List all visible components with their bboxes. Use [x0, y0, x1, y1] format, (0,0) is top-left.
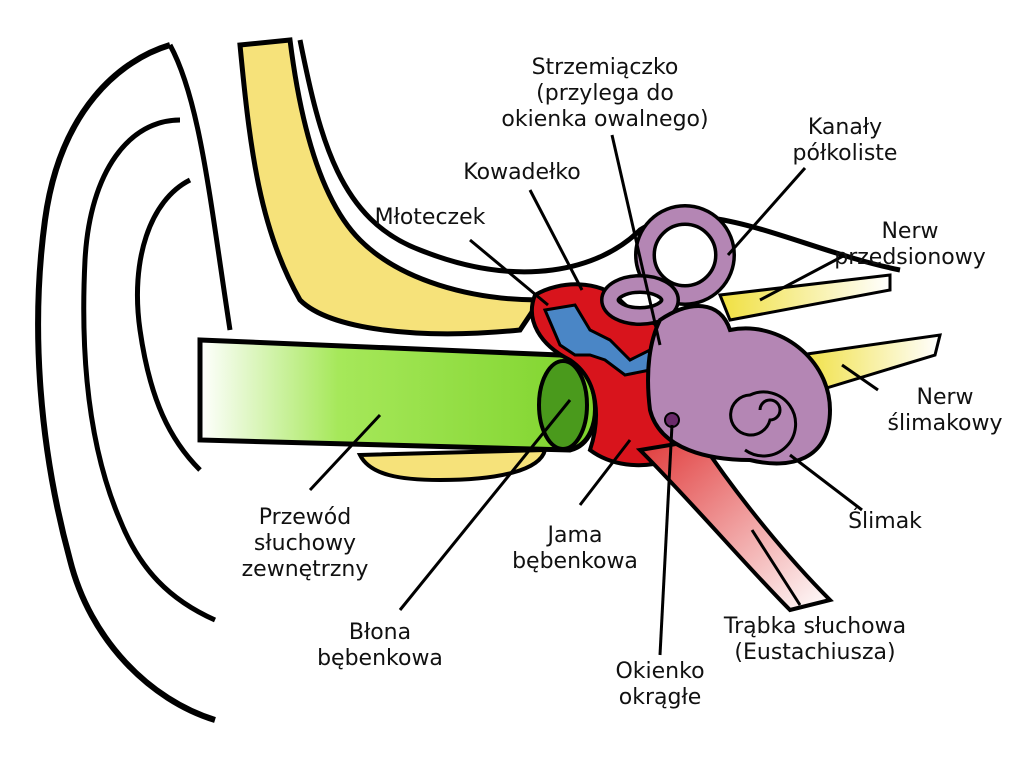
leader-malleus: [469, 238, 549, 307]
ear-canal-shape: [197, 337, 598, 453]
label-line: Przewód: [258, 505, 352, 530]
label-line: Jama: [547, 523, 603, 548]
label-eardrum: Błona bębenkowa: [317, 620, 443, 672]
label-ear-canal: Przewód słuchowy zewnętrzny: [242, 505, 369, 583]
label-line: przedsionowy: [834, 245, 986, 270]
label-stapes: Strzemiączko (przylega do okienka owalne…: [501, 55, 708, 133]
label-line: Kanały: [807, 115, 883, 140]
label-line: Strzemiączko: [531, 55, 679, 80]
cochlea-spiral: [729, 390, 798, 458]
label-line: bębenkowa: [512, 549, 638, 574]
leader-tube: [750, 529, 802, 606]
inner-ear-shape: [600, 204, 833, 466]
label-line: Ślimak: [848, 509, 922, 534]
leader-canals: [726, 167, 807, 256]
label-line: Nerw: [881, 219, 939, 244]
label-vestibular-nerve: Nerw przedsionowy: [834, 219, 986, 271]
label-line: Trąbka słuchowa: [723, 614, 907, 639]
label-line: bębenkowa: [317, 646, 443, 671]
label-line: Okienko: [615, 659, 705, 684]
label-line: okienka owalnego): [501, 107, 709, 132]
label-line: (przylega do: [536, 81, 674, 106]
label-semicircular-canals: Kanały półkoliste: [793, 115, 898, 167]
label-line: (Eustachiusza): [734, 640, 896, 665]
temporal-bone: [237, 37, 545, 337]
lower-bone: [356, 447, 548, 483]
leader-vestibular-nerve: [759, 253, 846, 302]
label-eustachian-tube: Trąbka słuchowa (Eustachiusza): [724, 614, 906, 666]
leader-canal: [308, 413, 382, 492]
leader-cavity: [578, 439, 632, 506]
label-cochlear-nerve: Nerw ślimakowy: [887, 385, 1002, 437]
label-incus: Kowadełko: [463, 160, 580, 186]
vestibular-nerve-shape: [717, 273, 892, 322]
leader-cochlea: [789, 453, 863, 512]
round-window-shape: [664, 412, 680, 428]
skull-line: [297, 39, 901, 275]
label-round-window: Okienko okrągłe: [615, 659, 704, 711]
label-malleus: Młoteczek: [375, 205, 486, 231]
label-line: Błona: [348, 620, 412, 645]
label-cochlea: Ślimak: [848, 509, 922, 535]
leader-incus: [528, 189, 584, 291]
pinna-antihelix: [135, 177, 202, 472]
pinna-inner: [167, 43, 233, 331]
label-line: Młoteczek: [374, 205, 486, 230]
eustachian-tube-shape: [635, 437, 834, 613]
label-line: słuchowy: [253, 531, 357, 556]
leader-stapes: [610, 134, 662, 346]
pinna-fold: [81, 117, 217, 623]
leader-eardrum: [398, 399, 572, 611]
outer-ear-pinna: [35, 42, 216, 723]
label-line: zewnętrzny: [241, 557, 369, 582]
eardrum-shape: [537, 359, 589, 451]
label-tympanic-cavity: Jama bębenkowa: [512, 523, 638, 575]
leader-cochlear-nerve: [841, 363, 879, 392]
label-line: Nerw: [916, 385, 974, 410]
leader-lines: [308, 134, 879, 656]
leader-round-window: [658, 424, 674, 656]
label-line: okrągłe: [618, 685, 702, 710]
label-line: ślimakowy: [887, 411, 1003, 436]
label-line: półkoliste: [792, 141, 898, 166]
label-line: Kowadełko: [463, 160, 581, 185]
